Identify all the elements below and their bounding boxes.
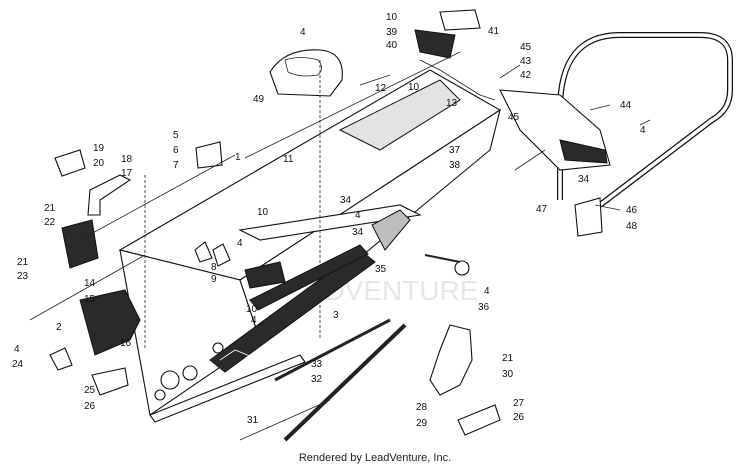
callout-9[interactable]: 9 xyxy=(211,274,217,285)
callout-48[interactable]: 48 xyxy=(626,221,638,232)
callout-12[interactable]: 12 xyxy=(375,83,387,94)
callout-10b[interactable]: 10 xyxy=(386,12,398,23)
callout-37[interactable]: 37 xyxy=(449,145,461,156)
callout-18[interactable]: 18 xyxy=(121,154,133,165)
callout-41[interactable]: 41 xyxy=(488,26,500,37)
callout-26b[interactable]: 26 xyxy=(513,412,525,423)
hitch-bracket xyxy=(414,9,496,101)
callout-19[interactable]: 19 xyxy=(93,143,105,154)
callout-43[interactable]: 43 xyxy=(520,56,532,67)
callout-35[interactable]: 35 xyxy=(375,264,387,275)
callout-4d[interactable]: 4 xyxy=(251,315,257,326)
callout-8[interactable]: 8 xyxy=(211,262,217,273)
callout-4b[interactable]: 4 xyxy=(14,344,20,355)
callout-21a[interactable]: 21 xyxy=(44,203,56,214)
callout-20[interactable]: 20 xyxy=(93,158,105,169)
callout-42[interactable]: 42 xyxy=(520,70,532,81)
callout-6[interactable]: 6 xyxy=(173,145,179,156)
callout-44[interactable]: 44 xyxy=(620,100,632,111)
footer-credit: Rendered by LeadVenture, Inc. xyxy=(298,452,452,464)
callout-21c[interactable]: 21 xyxy=(502,353,514,364)
callout-10d[interactable]: 10 xyxy=(246,304,258,315)
callout-21b[interactable]: 21 xyxy=(17,257,29,268)
callout-13[interactable]: 13 xyxy=(446,98,458,109)
callout-7[interactable]: 7 xyxy=(173,160,179,171)
callout-36[interactable]: 36 xyxy=(478,302,490,313)
callout-30[interactable]: 30 xyxy=(502,369,514,380)
callout-34a[interactable]: 34 xyxy=(340,195,352,206)
left-components xyxy=(49,141,286,396)
callout-40[interactable]: 40 xyxy=(386,40,398,51)
callout-22[interactable]: 22 xyxy=(44,217,56,228)
callout-5[interactable]: 5 xyxy=(173,130,179,141)
callout-27[interactable]: 27 xyxy=(513,398,525,409)
callout-4e[interactable]: 4 xyxy=(484,286,490,297)
callout-38[interactable]: 38 xyxy=(449,160,461,171)
leader-lines xyxy=(29,51,651,441)
callout-16[interactable]: 16 xyxy=(120,338,132,349)
callout-labels: 1 2 3 4 4 4 4 4 4 4 5 6 7 8 9 10 10 10 1… xyxy=(12,12,646,429)
callout-14[interactable]: 14 xyxy=(84,278,96,289)
callout-26a[interactable]: 26 xyxy=(84,401,96,412)
callout-1[interactable]: 1 xyxy=(235,152,241,163)
callout-49[interactable]: 49 xyxy=(253,94,265,105)
callout-3[interactable]: 3 xyxy=(333,310,339,321)
callout-2[interactable]: 2 xyxy=(56,322,62,333)
callout-32[interactable]: 32 xyxy=(311,374,323,385)
callout-23[interactable]: 23 xyxy=(17,271,29,282)
callout-24[interactable]: 24 xyxy=(12,359,24,370)
callout-10c[interactable]: 10 xyxy=(408,82,420,93)
callout-33[interactable]: 33 xyxy=(311,359,323,370)
callout-17[interactable]: 17 xyxy=(121,168,133,179)
tunnel-assembly xyxy=(118,69,502,423)
callout-39[interactable]: 39 xyxy=(386,27,398,38)
callout-34c[interactable]: 34 xyxy=(578,174,590,185)
callout-29[interactable]: 29 xyxy=(416,418,428,429)
callout-4f[interactable]: 4 xyxy=(640,125,646,136)
callout-45b[interactable]: 45 xyxy=(508,112,520,123)
callout-31[interactable]: 31 xyxy=(247,415,259,426)
callout-28[interactable]: 28 xyxy=(416,402,428,413)
callout-4c[interactable]: 4 xyxy=(237,238,243,249)
callout-46[interactable]: 46 xyxy=(626,205,638,216)
callout-4a[interactable]: 4 xyxy=(300,27,306,38)
callout-4g[interactable]: 4 xyxy=(355,210,361,221)
rear-bumper xyxy=(557,32,733,208)
seat-pad xyxy=(269,49,343,97)
callout-15[interactable]: 15 xyxy=(84,294,96,305)
snow-flap xyxy=(499,89,611,171)
right-components xyxy=(274,197,603,442)
callout-45a[interactable]: 45 xyxy=(520,42,532,53)
callout-25[interactable]: 25 xyxy=(84,385,96,396)
callout-47[interactable]: 47 xyxy=(536,204,548,215)
callout-10a[interactable]: 10 xyxy=(257,207,269,218)
callout-11[interactable]: 11 xyxy=(283,154,294,165)
callout-34b[interactable]: 34 xyxy=(352,227,364,238)
